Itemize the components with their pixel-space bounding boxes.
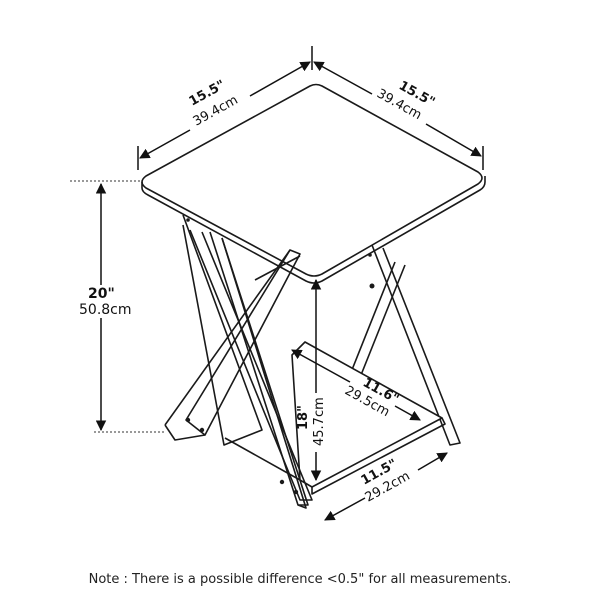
left-x-leg: [164, 214, 309, 509]
shelf-height-inches-label: 18": [296, 405, 311, 430]
lower-shelf: [224, 341, 446, 495]
shelf-height-cm-label: 45.7cm: [312, 397, 327, 446]
height-cm-label: 50.8cm: [79, 302, 132, 318]
width-dim-line-b: [249, 61, 311, 97]
shelf-depth-line-b: [394, 405, 421, 421]
shelf-width-line-b: [417, 452, 448, 471]
measurement-note: Note : There is a possible difference <0…: [88, 572, 512, 587]
screw-holes: [185, 218, 375, 495]
shelf-depth-line-a: [291, 349, 351, 383]
height-inches-label: 20": [88, 286, 115, 302]
depth-dim-line-b: [425, 123, 482, 157]
depth-dim-line-a: [313, 61, 373, 95]
front-leg: [189, 229, 313, 501]
shelf-width-line-a: [324, 497, 366, 521]
width-dim-line-a: [139, 129, 191, 159]
